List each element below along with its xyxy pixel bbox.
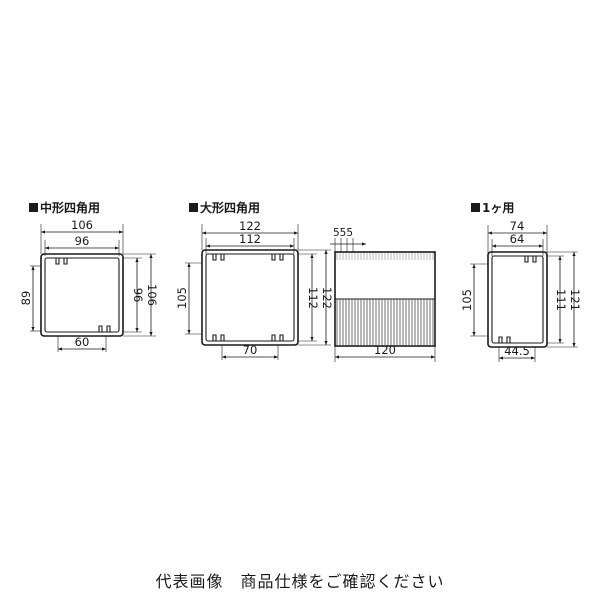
large-title-bullet: [189, 203, 198, 212]
single-left-height-label: 105: [460, 289, 474, 311]
single-title-bullet: [471, 203, 480, 212]
single-bottom-width-label: 44.5: [504, 344, 530, 358]
side-length-label: 120: [374, 343, 396, 357]
large-left-height-label: 105: [175, 287, 189, 309]
single-inner-height-label: 111: [554, 289, 568, 311]
medium-inner-profile: [44, 257, 120, 333]
single-section: 1ヶ用 74 64 105 111 121 44.5: [460, 201, 582, 362]
large-square-section: 大形四角用 122 112 105 112 122 70: [175, 200, 334, 360]
single-inner-width-label: 64: [510, 232, 525, 246]
single-outer-profile: [487, 251, 548, 348]
side-ribs: [335, 253, 435, 345]
medium-outer-height-label: 106: [145, 284, 159, 306]
single-inner-profile: [491, 255, 544, 344]
medium-inner-height-label: 96: [131, 288, 145, 303]
medium-title: 中形四角用: [40, 200, 100, 215]
large-outer-height-label: 122: [320, 287, 334, 309]
footer-note: 代表画像 商品仕様をご確認ください: [155, 572, 445, 591]
medium-outer-width-label: 106: [71, 218, 93, 232]
large-inner-width-label: 112: [239, 232, 261, 246]
rib-pitch-label: 555: [333, 227, 353, 239]
medium-outer-profile: [40, 253, 124, 337]
medium-left-height-label: 89: [19, 291, 33, 306]
single-outer-height-label: 121: [568, 289, 582, 311]
large-bottom-width-label: 70: [243, 343, 258, 357]
medium-bottom-width-label: 60: [75, 335, 90, 349]
medium-inner-width-label: 96: [75, 234, 90, 248]
large-outer-profile: [201, 249, 299, 346]
side-view-section: 555 120: [330, 227, 436, 362]
medium-title-bullet: [29, 203, 38, 212]
single-outer-width-label: 74: [510, 219, 525, 233]
medium-square-section: 中形四角用 106 96 89 96 106 60: [19, 200, 159, 352]
large-outer-width-label: 122: [239, 219, 261, 233]
large-title: 大形四角用: [200, 200, 260, 215]
large-inner-profile: [205, 253, 295, 342]
single-title: 1ヶ用: [482, 201, 514, 215]
large-inner-height-label: 112: [306, 287, 320, 309]
